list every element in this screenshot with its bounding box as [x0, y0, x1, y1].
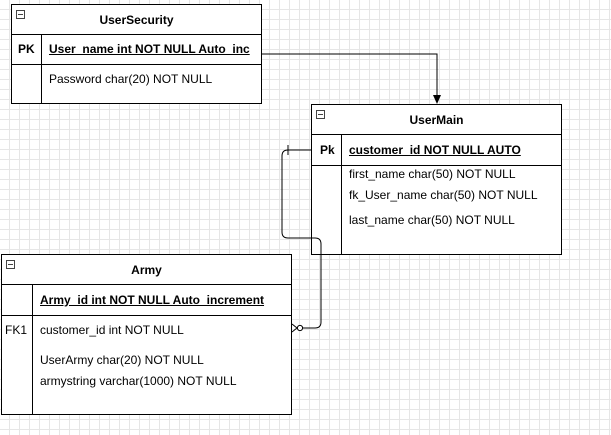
- table-header: UserSecurity: [12, 5, 261, 35]
- fk-label: FK1: [5, 323, 28, 337]
- pk-label: Pk: [320, 143, 335, 157]
- table-title: Army: [131, 263, 162, 277]
- key-column-divider: [32, 285, 33, 414]
- zero-marker-icon: [296, 324, 304, 332]
- pk-field[interactable]: customer_id NOT NULL AUTO: [349, 143, 521, 157]
- primary-key-row: [12, 35, 261, 65]
- table-title: UserSecurity: [99, 13, 174, 27]
- table-user-main[interactable]: UserMain Pk customer_id NOT NULL AUTO fi…: [311, 104, 562, 255]
- collapse-icon[interactable]: [16, 10, 25, 19]
- field-row[interactable]: last_name char(50) NOT NULL: [349, 213, 515, 227]
- table-army[interactable]: Army Army_id int NOT NULL Auto_increment…: [1, 254, 292, 415]
- field-row[interactable]: armystring varchar(1000) NOT NULL: [40, 374, 237, 388]
- table-header: Army: [2, 255, 291, 285]
- primary-key-row: [312, 135, 561, 166]
- key-column-divider: [41, 35, 42, 103]
- table-title: UserMain: [409, 113, 464, 127]
- arrowhead-icon: [433, 95, 441, 104]
- field-row[interactable]: fk_User_name char(50) NOT NULL: [349, 188, 538, 202]
- pk-label: PK: [18, 42, 35, 56]
- table-user-security[interactable]: UserSecurity PK User_name int NOT NULL A…: [11, 4, 262, 104]
- key-column-divider: [341, 135, 342, 254]
- primary-key-row: [2, 285, 291, 316]
- field-row[interactable]: Password char(20) NOT NULL: [49, 72, 213, 86]
- collapse-icon[interactable]: [316, 110, 325, 119]
- crowfoot-marker-icon: [291, 323, 298, 333]
- field-row[interactable]: first_name char(50) NOT NULL: [349, 167, 516, 181]
- pk-field[interactable]: Army_id int NOT NULL Auto_increment: [40, 293, 265, 307]
- field-row[interactable]: UserArmy char(20) NOT NULL: [40, 353, 204, 367]
- table-header: UserMain: [312, 105, 561, 135]
- pk-field[interactable]: User_name int NOT NULL Auto_inc: [49, 42, 250, 56]
- collapse-icon[interactable]: [6, 260, 15, 269]
- relationship-line-army-to-main[interactable]: [281, 149, 322, 329]
- relationship-line-security-to-main[interactable]: [262, 53, 438, 96]
- field-row[interactable]: customer_id int NOT NULL: [40, 323, 184, 337]
